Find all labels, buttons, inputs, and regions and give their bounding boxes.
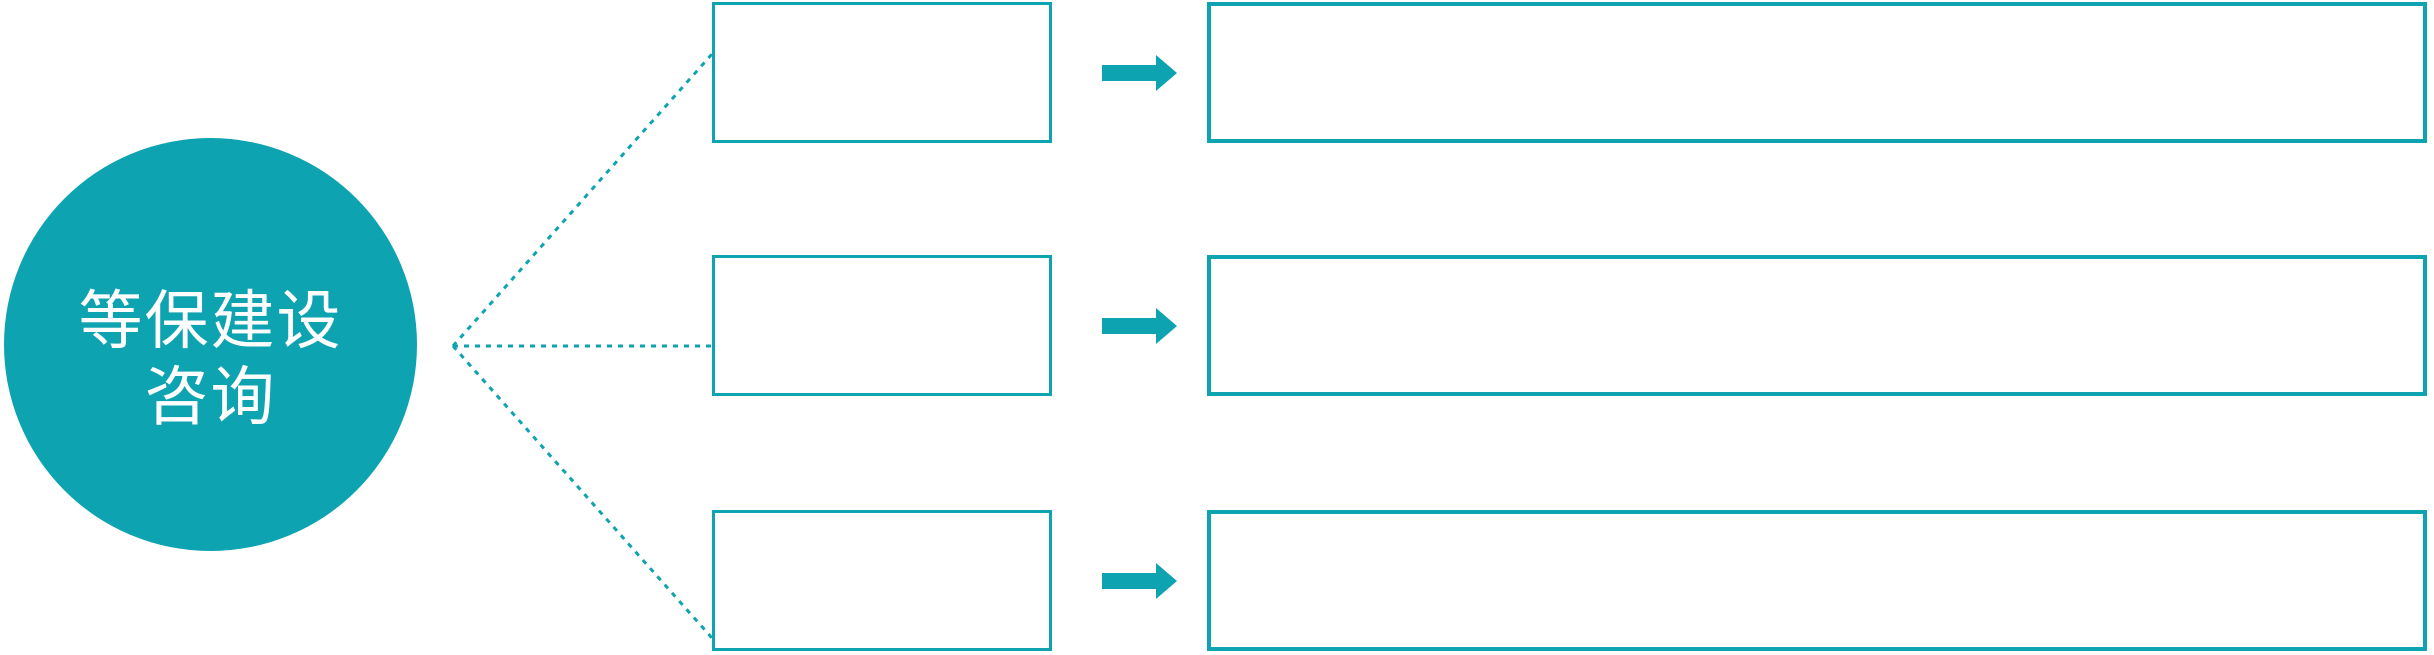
branch-box-3 xyxy=(712,510,1052,651)
arrow-right-icon xyxy=(1102,563,1177,599)
branch-box-1-label xyxy=(715,5,1049,140)
detail-box-3-label xyxy=(1211,514,2423,647)
arrow-right-icon xyxy=(1102,308,1177,344)
arrow-right-icon xyxy=(1102,55,1177,91)
dotted-connector-top xyxy=(451,53,714,347)
detail-box-1 xyxy=(1207,2,2427,143)
root-node-label-line2: 咨询 xyxy=(144,360,277,433)
branch-box-2-label xyxy=(715,258,1049,393)
root-node-circle: 等保建设 咨询 xyxy=(4,138,417,551)
root-node-label-line1: 等保建设 xyxy=(78,284,343,357)
detail-box-2 xyxy=(1207,255,2427,396)
detail-box-2-label xyxy=(1211,259,2423,392)
root-node-label: 等保建设 咨询 xyxy=(79,283,343,435)
dotted-connector-bottom xyxy=(451,345,714,639)
branch-box-1 xyxy=(712,2,1052,143)
detail-box-3 xyxy=(1207,510,2427,651)
branch-box-2 xyxy=(712,255,1052,396)
detail-box-1-label xyxy=(1211,6,2423,139)
branch-box-3-label xyxy=(715,513,1049,648)
